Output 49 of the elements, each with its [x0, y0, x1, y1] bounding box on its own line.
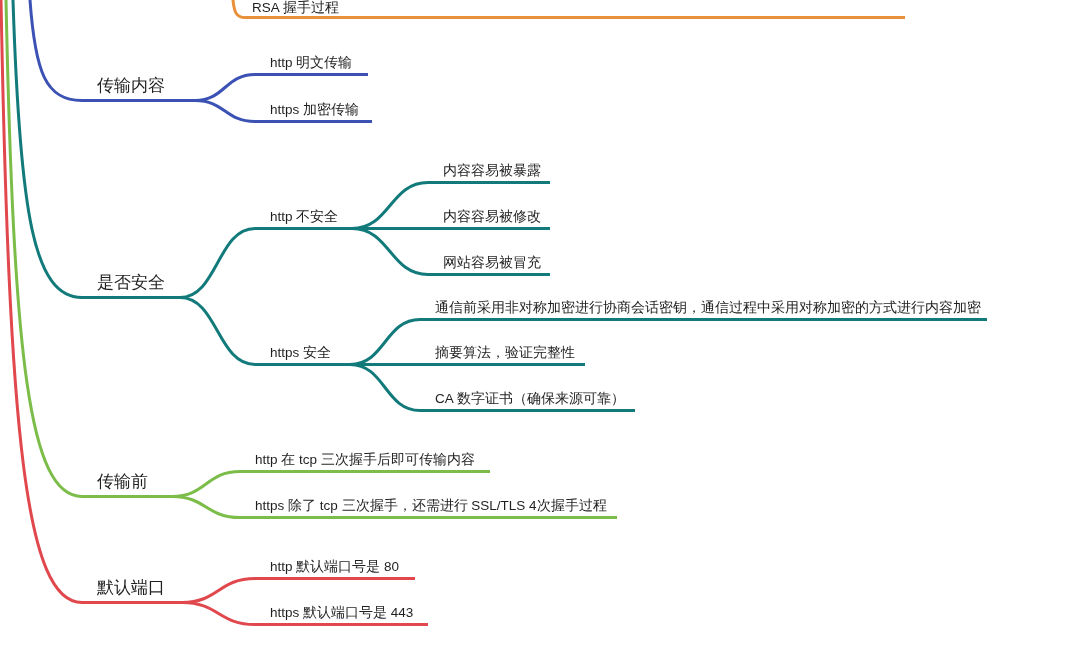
topic-label: http 默认端口号是 80 — [270, 558, 401, 575]
topic-node — [420, 344, 585, 366]
topic-node — [82, 471, 172, 498]
topic-node — [255, 558, 415, 580]
branch-line — [193, 99, 257, 123]
topic-node — [255, 54, 368, 76]
topic-node — [240, 451, 490, 473]
topic-label: 内容容易被修改 — [443, 208, 542, 225]
topic-label: https 默认端口号是 443 — [270, 604, 415, 621]
topic-node — [82, 577, 182, 604]
topic-node — [82, 75, 195, 102]
topic-node — [420, 299, 987, 321]
topic-node — [82, 272, 180, 299]
topic-label: 传输前 — [97, 471, 149, 491]
topic-label: https 加密传输 — [270, 101, 361, 118]
topic-node — [255, 344, 350, 366]
branch-line — [170, 495, 242, 519]
topic-node — [428, 208, 550, 230]
topic-node — [255, 604, 428, 626]
topic-label: http 在 tcp 三次握手后即可传输内容 — [255, 451, 476, 468]
topic-label: 内容容易被暴露 — [443, 162, 542, 179]
topic-label: 通信前采用非对称加密进行协商会话密钥，通信过程中采用对称加密的方式进行内容加密 — [435, 299, 981, 316]
topic-node — [428, 254, 550, 276]
branch-line — [28, 0, 84, 102]
topic-node — [428, 162, 550, 184]
topic-node — [245, 0, 905, 19]
branch-line — [11, 0, 84, 299]
topic-label: 默认端口 — [97, 577, 166, 597]
branch-line — [348, 363, 422, 412]
topic-label: CA 数字证书（确保来源可靠） — [435, 390, 626, 407]
topic-label: 传输内容 — [97, 75, 166, 95]
topic-node — [240, 497, 617, 519]
topic-label: RSA 握手过程 — [252, 0, 340, 16]
branch-line — [4, 0, 84, 498]
branch-line — [231, 0, 247, 19]
topic-node — [420, 390, 635, 412]
branch-line — [178, 296, 257, 366]
topic-node — [255, 101, 372, 123]
branch-line — [0, 0, 84, 604]
topic-label: 是否安全 — [97, 272, 166, 292]
topic-label: http 不安全 — [270, 208, 340, 225]
topic-label: 网站容易被冒充 — [443, 254, 542, 271]
topic-label: https 安全 — [270, 344, 333, 361]
topic-node — [255, 208, 352, 230]
branch-line — [350, 227, 430, 276]
topic-label: https 除了 tcp 三次握手，还需进行 SSL/TLS 4次握手过程 — [255, 497, 608, 514]
topic-label: 摘要算法，验证完整性 — [435, 344, 576, 361]
topic-label: http 明文传输 — [270, 54, 354, 71]
branch-line — [180, 601, 257, 626]
